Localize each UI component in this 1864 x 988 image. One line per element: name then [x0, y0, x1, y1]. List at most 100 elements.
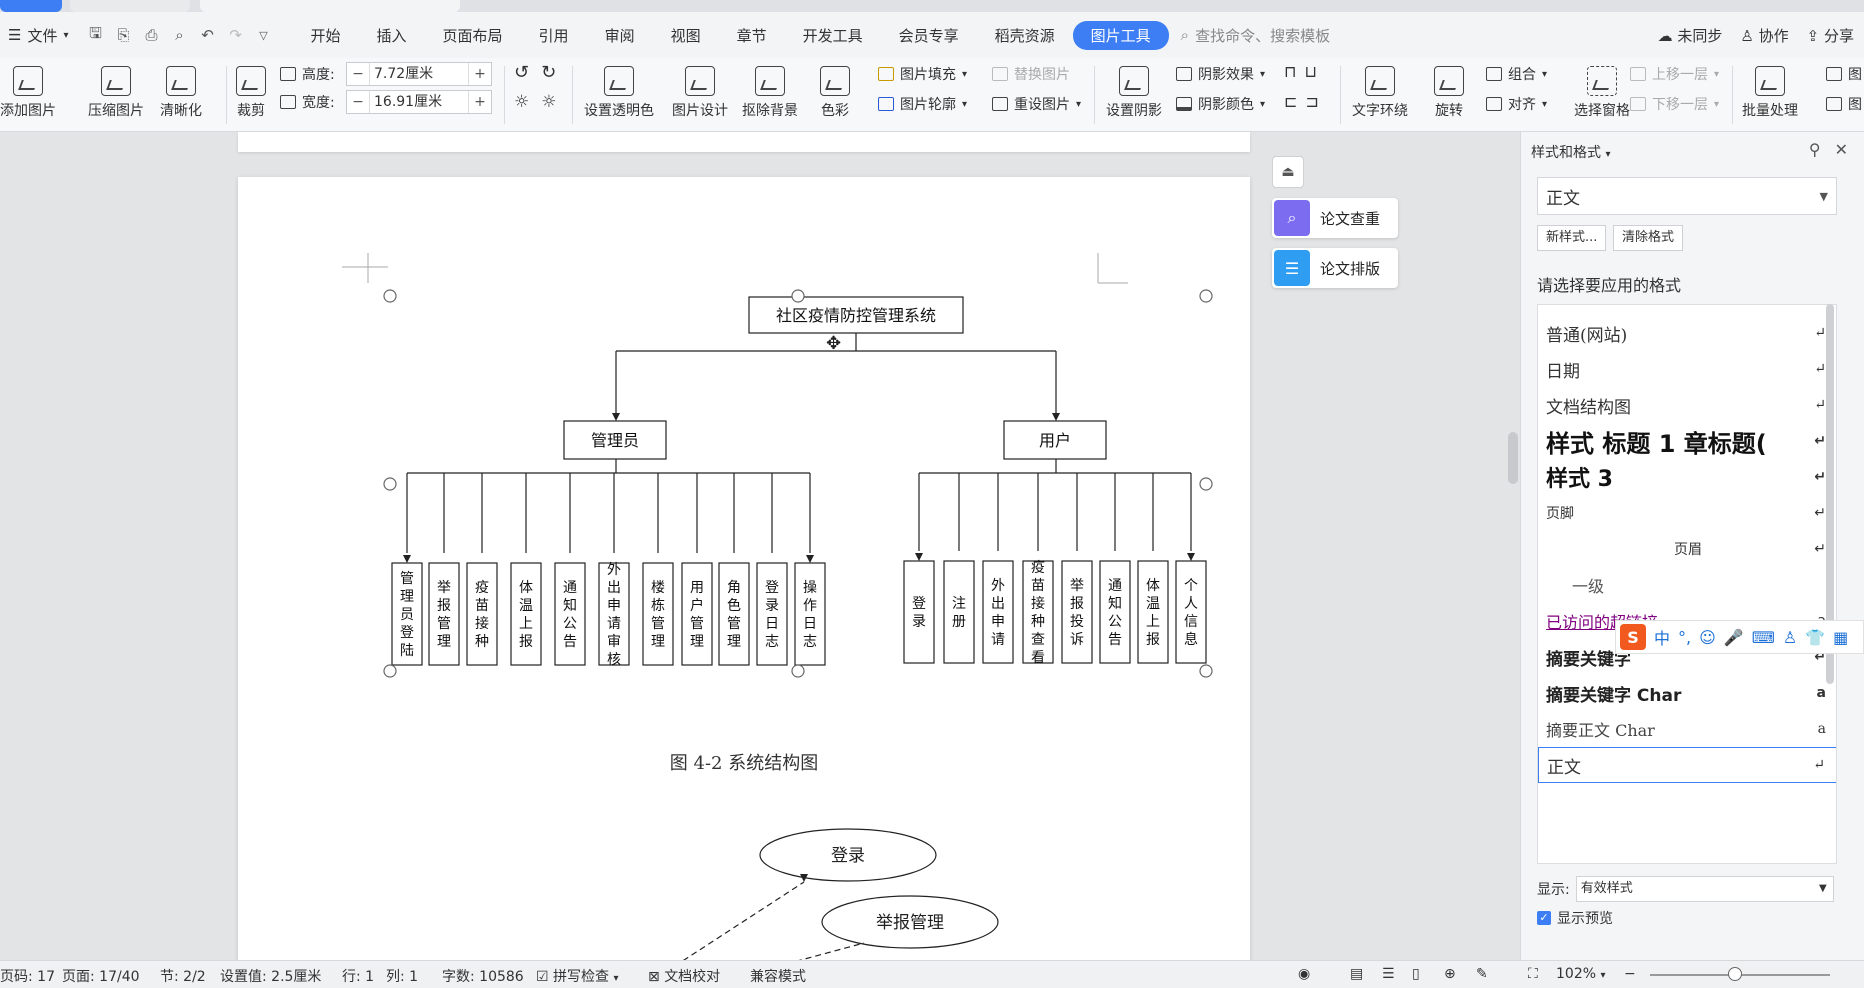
user-node-box[interactable] [1003, 420, 1107, 460]
sogou-logo[interactable]: S [1620, 624, 1646, 650]
close-icon[interactable]: ✕ [1834, 140, 1848, 159]
grid-icon[interactable]: ▦ [1833, 627, 1849, 647]
admin-child-box[interactable] [510, 562, 542, 666]
login-ellipse[interactable] [759, 828, 937, 882]
page-count[interactable]: 页面: 17/40 [62, 969, 140, 985]
style-item[interactable]: 文档结构图↵ [1546, 397, 1826, 418]
file-menu[interactable]: ☰ 文件 ▾ [8, 26, 69, 45]
resize-handle[interactable] [383, 664, 397, 678]
tab-review[interactable]: 审阅 [604, 26, 635, 45]
doc-tab-active[interactable] [200, 0, 460, 12]
style-item[interactable]: 摘要关键字↵ [1546, 649, 1826, 670]
batch-process-button[interactable]: 批量处理 [1742, 66, 1798, 120]
sync-status[interactable]: ☁ 未同步 [1657, 26, 1723, 45]
admin-child-box[interactable] [642, 562, 674, 666]
remove-background-button[interactable]: 抠除背景 [742, 66, 798, 120]
group-button[interactable]: 组合▾ [1486, 64, 1547, 84]
tab-picture-tools[interactable]: 图片工具 [1072, 20, 1169, 50]
send-backward-button[interactable]: 下移一层▾ [1630, 94, 1719, 114]
ime-mode[interactable]: 中 [1654, 629, 1671, 648]
doc-tab-1[interactable] [70, 0, 190, 12]
user-icon[interactable]: ♙ [1782, 627, 1798, 647]
admin-child-box[interactable] [681, 562, 713, 666]
shadow-color-button[interactable]: 阴影颜色▾ [1176, 94, 1265, 114]
share-button[interactable]: ⇪ 分享 [1806, 26, 1854, 45]
panel-title[interactable]: 样式和格式 ▾ [1531, 145, 1611, 161]
command-search[interactable]: ⌕ 查找命令、搜索模板 [1180, 26, 1331, 45]
style-item[interactable]: 样式 标题 1 章标题(↵ [1546, 429, 1826, 458]
shadow-effect-button[interactable]: 阴影效果▾ [1176, 64, 1265, 84]
admin-child-box[interactable] [466, 562, 498, 666]
admin-child-box[interactable] [391, 562, 423, 666]
show-preview-checkbox[interactable]: ✓ [1537, 911, 1551, 925]
zoom-out-icon[interactable]: − [1624, 966, 1636, 982]
style-item-selected[interactable]: 正文↵ [1538, 747, 1836, 783]
user-child-box[interactable] [1061, 560, 1093, 664]
rotate-right-icon[interactable]: ↻ [541, 62, 557, 83]
system-structure-diagram[interactable]: 社区疫情防控管理系统管理员用户管理员登陆举报管理疫苗接种体温上报通知公告外出申请… [238, 177, 1250, 960]
picture-fill-button[interactable]: 图片填充▾ [878, 64, 967, 84]
thesis-layout-button[interactable]: ☰ 论文排版 [1272, 248, 1398, 288]
nudge-right-icon[interactable]: ⊐ [1305, 92, 1319, 111]
undo-icon[interactable]: ↶ [201, 26, 214, 44]
brightness-up-icon[interactable]: ☼ [514, 92, 530, 112]
zoom-slider-handle[interactable] [1728, 967, 1742, 981]
document-page[interactable]: 社区疫情防控管理系统管理员用户管理员登陆举报管理疫苗接种体温上报通知公告外出申请… [238, 177, 1250, 960]
rotate-button[interactable]: 旋转 [1434, 66, 1464, 120]
minus-icon[interactable]: − [352, 66, 364, 82]
keyboard-icon[interactable]: ⌨ [1751, 627, 1775, 647]
user-child-box[interactable] [943, 560, 975, 664]
current-style-select[interactable]: 正文 ▼ [1537, 177, 1837, 215]
style-item[interactable]: 一级 [1572, 577, 1605, 596]
document-canvas[interactable]: 社区疫情防控管理系统管理员用户管理员登陆举报管理疫苗接种体温上报通知公告外出申请… [0, 132, 1500, 960]
admin-child-box[interactable] [718, 562, 750, 666]
compress-picture-button[interactable]: 压缩图片 [88, 66, 144, 120]
more-tools-top[interactable]: 图 [1826, 64, 1862, 84]
redo-icon[interactable]: ↷ [229, 26, 242, 44]
style-list-scrollbar[interactable] [1826, 304, 1834, 684]
eye-protection-icon[interactable]: ◉ [1298, 966, 1311, 982]
zoom-level[interactable]: 102% ▾ [1556, 966, 1606, 982]
user-child-box[interactable] [1175, 560, 1207, 664]
selection-pane-button[interactable]: 选择窗格 [1574, 66, 1630, 120]
collab-button[interactable]: ♙ 协作 [1740, 26, 1789, 45]
resize-handle[interactable] [1199, 289, 1213, 303]
nudge-left-icon[interactable]: ⊏ [1284, 92, 1298, 111]
brightness-down-icon[interactable]: ☼ [541, 92, 557, 112]
align-button[interactable]: 对齐▾ [1486, 94, 1547, 114]
print-preview-icon[interactable]: ⌕ [175, 26, 184, 44]
style-item[interactable]: 页眉↵ [1674, 541, 1826, 558]
style-item[interactable]: 普通(网站)↵ [1546, 325, 1826, 346]
tab-insert[interactable]: 插入 [376, 26, 407, 45]
tab-member[interactable]: 会员专享 [898, 26, 959, 45]
style-item[interactable]: 页脚↵ [1546, 505, 1826, 522]
tab-resources[interactable]: 稻壳资源 [994, 26, 1055, 45]
picture-outline-button[interactable]: 图片轮廓▾ [878, 94, 967, 114]
admin-child-box[interactable] [598, 562, 630, 666]
print-icon[interactable]: ⎙ [145, 26, 158, 44]
resize-handle[interactable] [791, 664, 805, 678]
home-tab[interactable] [0, 0, 62, 12]
new-style-button[interactable]: 新样式... [1537, 225, 1607, 251]
spell-check-button[interactable]: ☑ 拼写检查 ▾ [536, 969, 619, 985]
admin-child-box[interactable] [756, 562, 788, 666]
width-stepper[interactable]: −16.91厘米+ [346, 90, 492, 114]
web-view-icon[interactable]: ⊕ [1444, 966, 1456, 982]
set-transparency-button[interactable]: 设置透明色 [584, 66, 654, 120]
punctuation-icon[interactable]: °, [1678, 627, 1692, 647]
tab-home[interactable]: 开始 [310, 26, 341, 45]
user-child-box[interactable] [1022, 560, 1054, 664]
admin-child-box[interactable] [428, 562, 460, 666]
document-proof-button[interactable]: ⊠ 文档校对 [648, 969, 721, 985]
show-filter-select[interactable]: 有效样式▼ [1575, 876, 1834, 902]
show-preview-row[interactable]: ✓ 显示预览 [1537, 908, 1613, 928]
save-icon[interactable]: 🖫 [89, 23, 102, 42]
microphone-icon[interactable]: 🎤 [1723, 627, 1744, 647]
add-picture-button[interactable]: 添加图片 [0, 66, 56, 120]
customize-icon[interactable]: ▽ [259, 28, 268, 42]
plus-icon[interactable]: + [474, 66, 486, 82]
tab-developer[interactable]: 开发工具 [802, 26, 863, 45]
resize-handle[interactable] [791, 289, 805, 303]
